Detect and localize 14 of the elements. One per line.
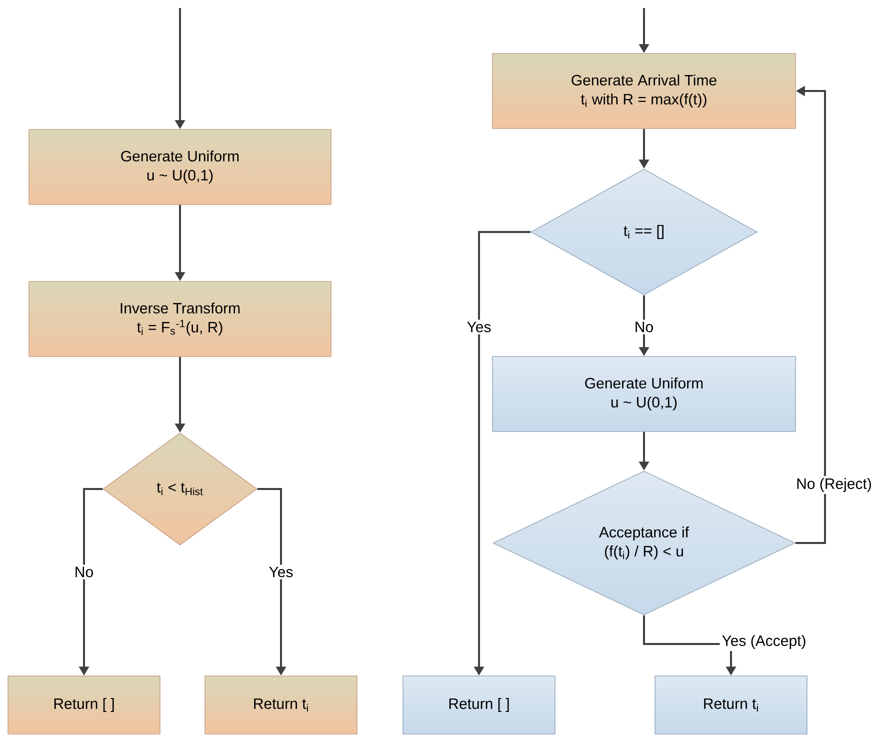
process-box: Generate Uniform u ~ U(0,1) [492,356,796,432]
edge-label: No [632,320,656,334]
process-box: Generate Uniform u ~ U(0,1) [28,129,332,205]
edge-label: Yes [266,564,296,580]
process-box: Inverse Transform t$_{i}$ = F$_{s}$$^{-1}$(u, R) [28,281,332,357]
process-box: Generate Arrival Time t$_{i}$ with R = max(f(t)) [492,53,796,129]
edge-label: No [72,564,96,580]
process-box: Return [ ] [402,676,556,734]
edge-label: No (Reject) [794,476,874,494]
process-box: Return t$_{i}$ [204,676,358,734]
process-box: Return [ ] [8,676,160,734]
edge-label: Yes [464,320,494,334]
edge-label: Yes (Accept) [720,633,808,651]
process-box: Return t$_{i}$ [654,676,808,734]
